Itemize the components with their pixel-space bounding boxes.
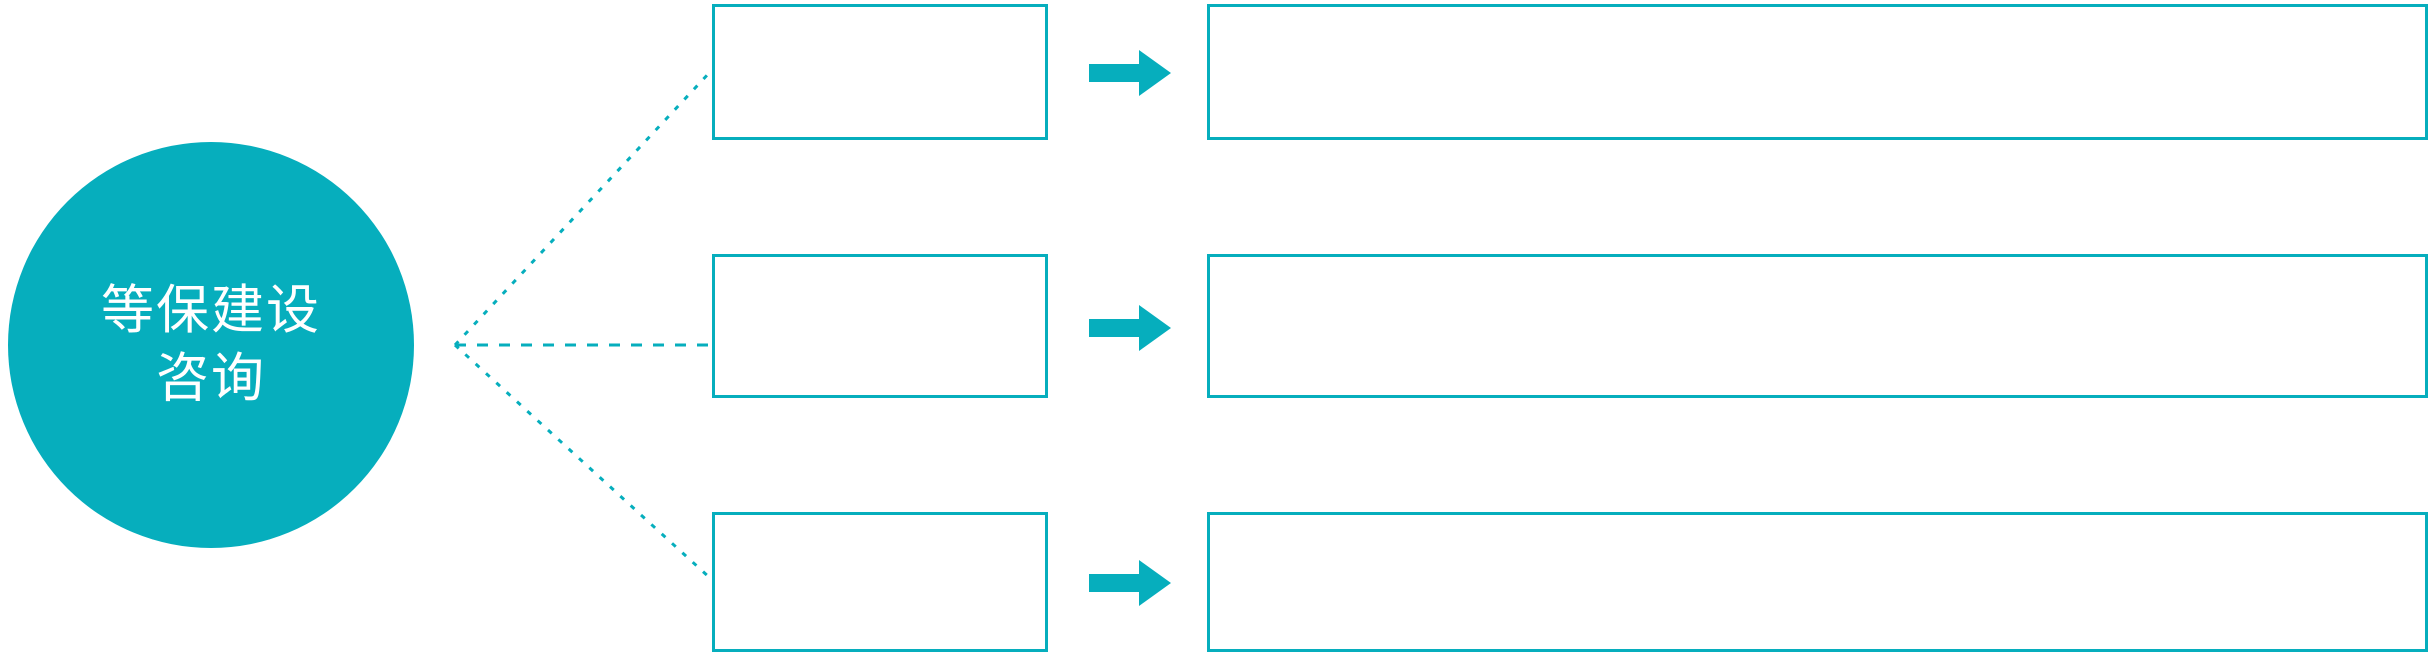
right-arrow-icon bbox=[1089, 305, 1171, 351]
branch-label-box-2[interactable] bbox=[712, 254, 1048, 398]
connector-branch-1 bbox=[453, 70, 712, 347]
right-arrow-icon bbox=[1089, 50, 1171, 96]
hub-circle[interactable]: 等保建设 咨询 bbox=[8, 142, 414, 548]
connector-branch-3 bbox=[453, 343, 712, 580]
branch-detail-box-3[interactable] bbox=[1207, 512, 2428, 652]
branch-detail-box-1[interactable] bbox=[1207, 4, 2428, 140]
hub-label-line2: 咨询 bbox=[156, 348, 266, 409]
branch-label-box-1[interactable] bbox=[712, 4, 1048, 140]
branch-label-box-3[interactable] bbox=[712, 512, 1048, 652]
hub-label-line1: 等保建设 bbox=[101, 280, 321, 342]
right-arrow-icon bbox=[1089, 560, 1171, 606]
branch-detail-box-2[interactable] bbox=[1207, 254, 2428, 398]
